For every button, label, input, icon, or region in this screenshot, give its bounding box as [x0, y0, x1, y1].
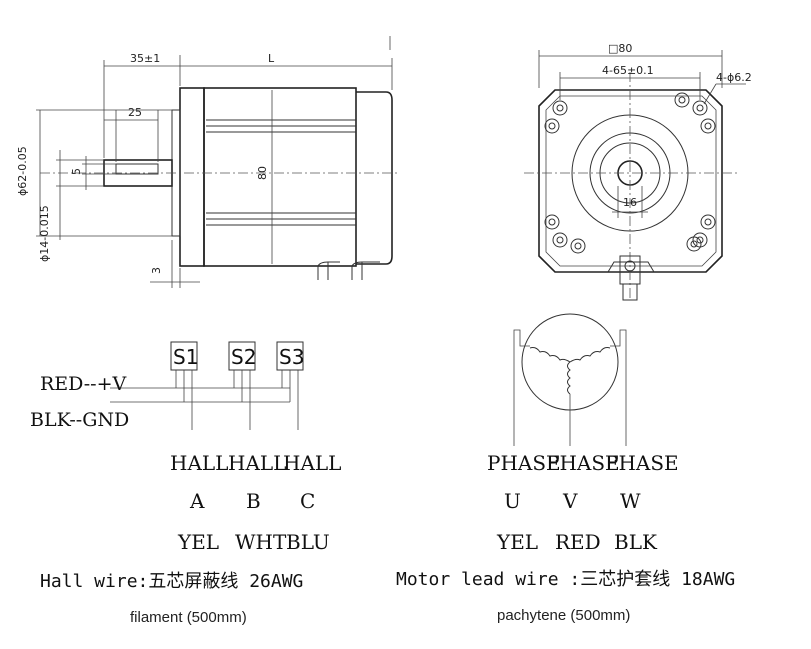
dim-key-depth: 16	[623, 196, 637, 209]
hall-b-id: B	[246, 489, 261, 513]
sensor-s3: S3	[279, 345, 304, 369]
dim-flange-dia: ϕ62-0.05	[16, 146, 29, 196]
phase-v-color: RED	[555, 530, 601, 554]
dim-flange-thickness: 3	[150, 267, 163, 274]
dim-key-width: 5	[70, 168, 83, 175]
hall-a-id: A	[189, 489, 205, 513]
dim-body-length: L	[268, 52, 275, 65]
phase-w-color: BLK	[614, 530, 658, 554]
phase-u-color: YEL	[496, 530, 538, 554]
hall-b-color: WHT	[235, 530, 287, 554]
sensor-s2: S2	[231, 345, 256, 369]
front-view: □80 4-65±0.1 4-ϕ6.2 16	[524, 42, 752, 301]
hall-a-type: HALL	[170, 451, 228, 475]
hall-b-type: HALL	[228, 451, 286, 475]
phase-w-id: W	[620, 489, 641, 513]
side-view: 35±1 L 25 ϕ62-0.05 ϕ14-0.015 5 80 3	[16, 36, 400, 288]
sensor-s1: S1	[173, 345, 198, 369]
hall-c-color: BLU	[286, 530, 330, 554]
dim-hole-dia: 4-ϕ6.2	[716, 71, 752, 84]
hall-wiring: S1 S2 S3 RED--+V BLK--GND HALL HALL HALL…	[30, 341, 341, 626]
phase-v-id: V	[562, 489, 578, 513]
phase-v-type: PHASE	[546, 451, 620, 475]
motor-wiring: PHASE PHASE PHASE U V W YEL RED BLK Moto…	[396, 313, 735, 624]
hall-a-color: YEL	[177, 530, 219, 554]
dim-shaft-dia: ϕ14-0.015	[38, 205, 51, 262]
dim-shaft-length: 35±1	[130, 52, 160, 65]
supply-ground-label: BLK--GND	[30, 409, 129, 431]
hall-c-type: HALL	[283, 451, 341, 475]
phase-w-type: PHASE	[605, 451, 679, 475]
dim-hole-spacing: 4-65±0.1	[602, 64, 654, 77]
supply-positive-label: RED--+V	[40, 373, 127, 395]
phase-u-type: PHASE	[487, 451, 561, 475]
hall-c-id: C	[300, 489, 315, 513]
hall-wire-note: filament (500mm)	[130, 609, 247, 626]
dim-key-length: 25	[128, 106, 142, 119]
motor-wire-spec: Motor lead wire :三芯护套线 18AWG	[396, 569, 735, 590]
dim-body-height: 80	[256, 166, 269, 180]
phase-u-id: U	[504, 489, 521, 513]
hall-wire-spec: Hall wire:五芯屏蔽线 26AWG	[40, 571, 303, 592]
dim-square: □80	[608, 42, 632, 55]
motor-wire-note: pachytene (500mm)	[497, 607, 630, 624]
